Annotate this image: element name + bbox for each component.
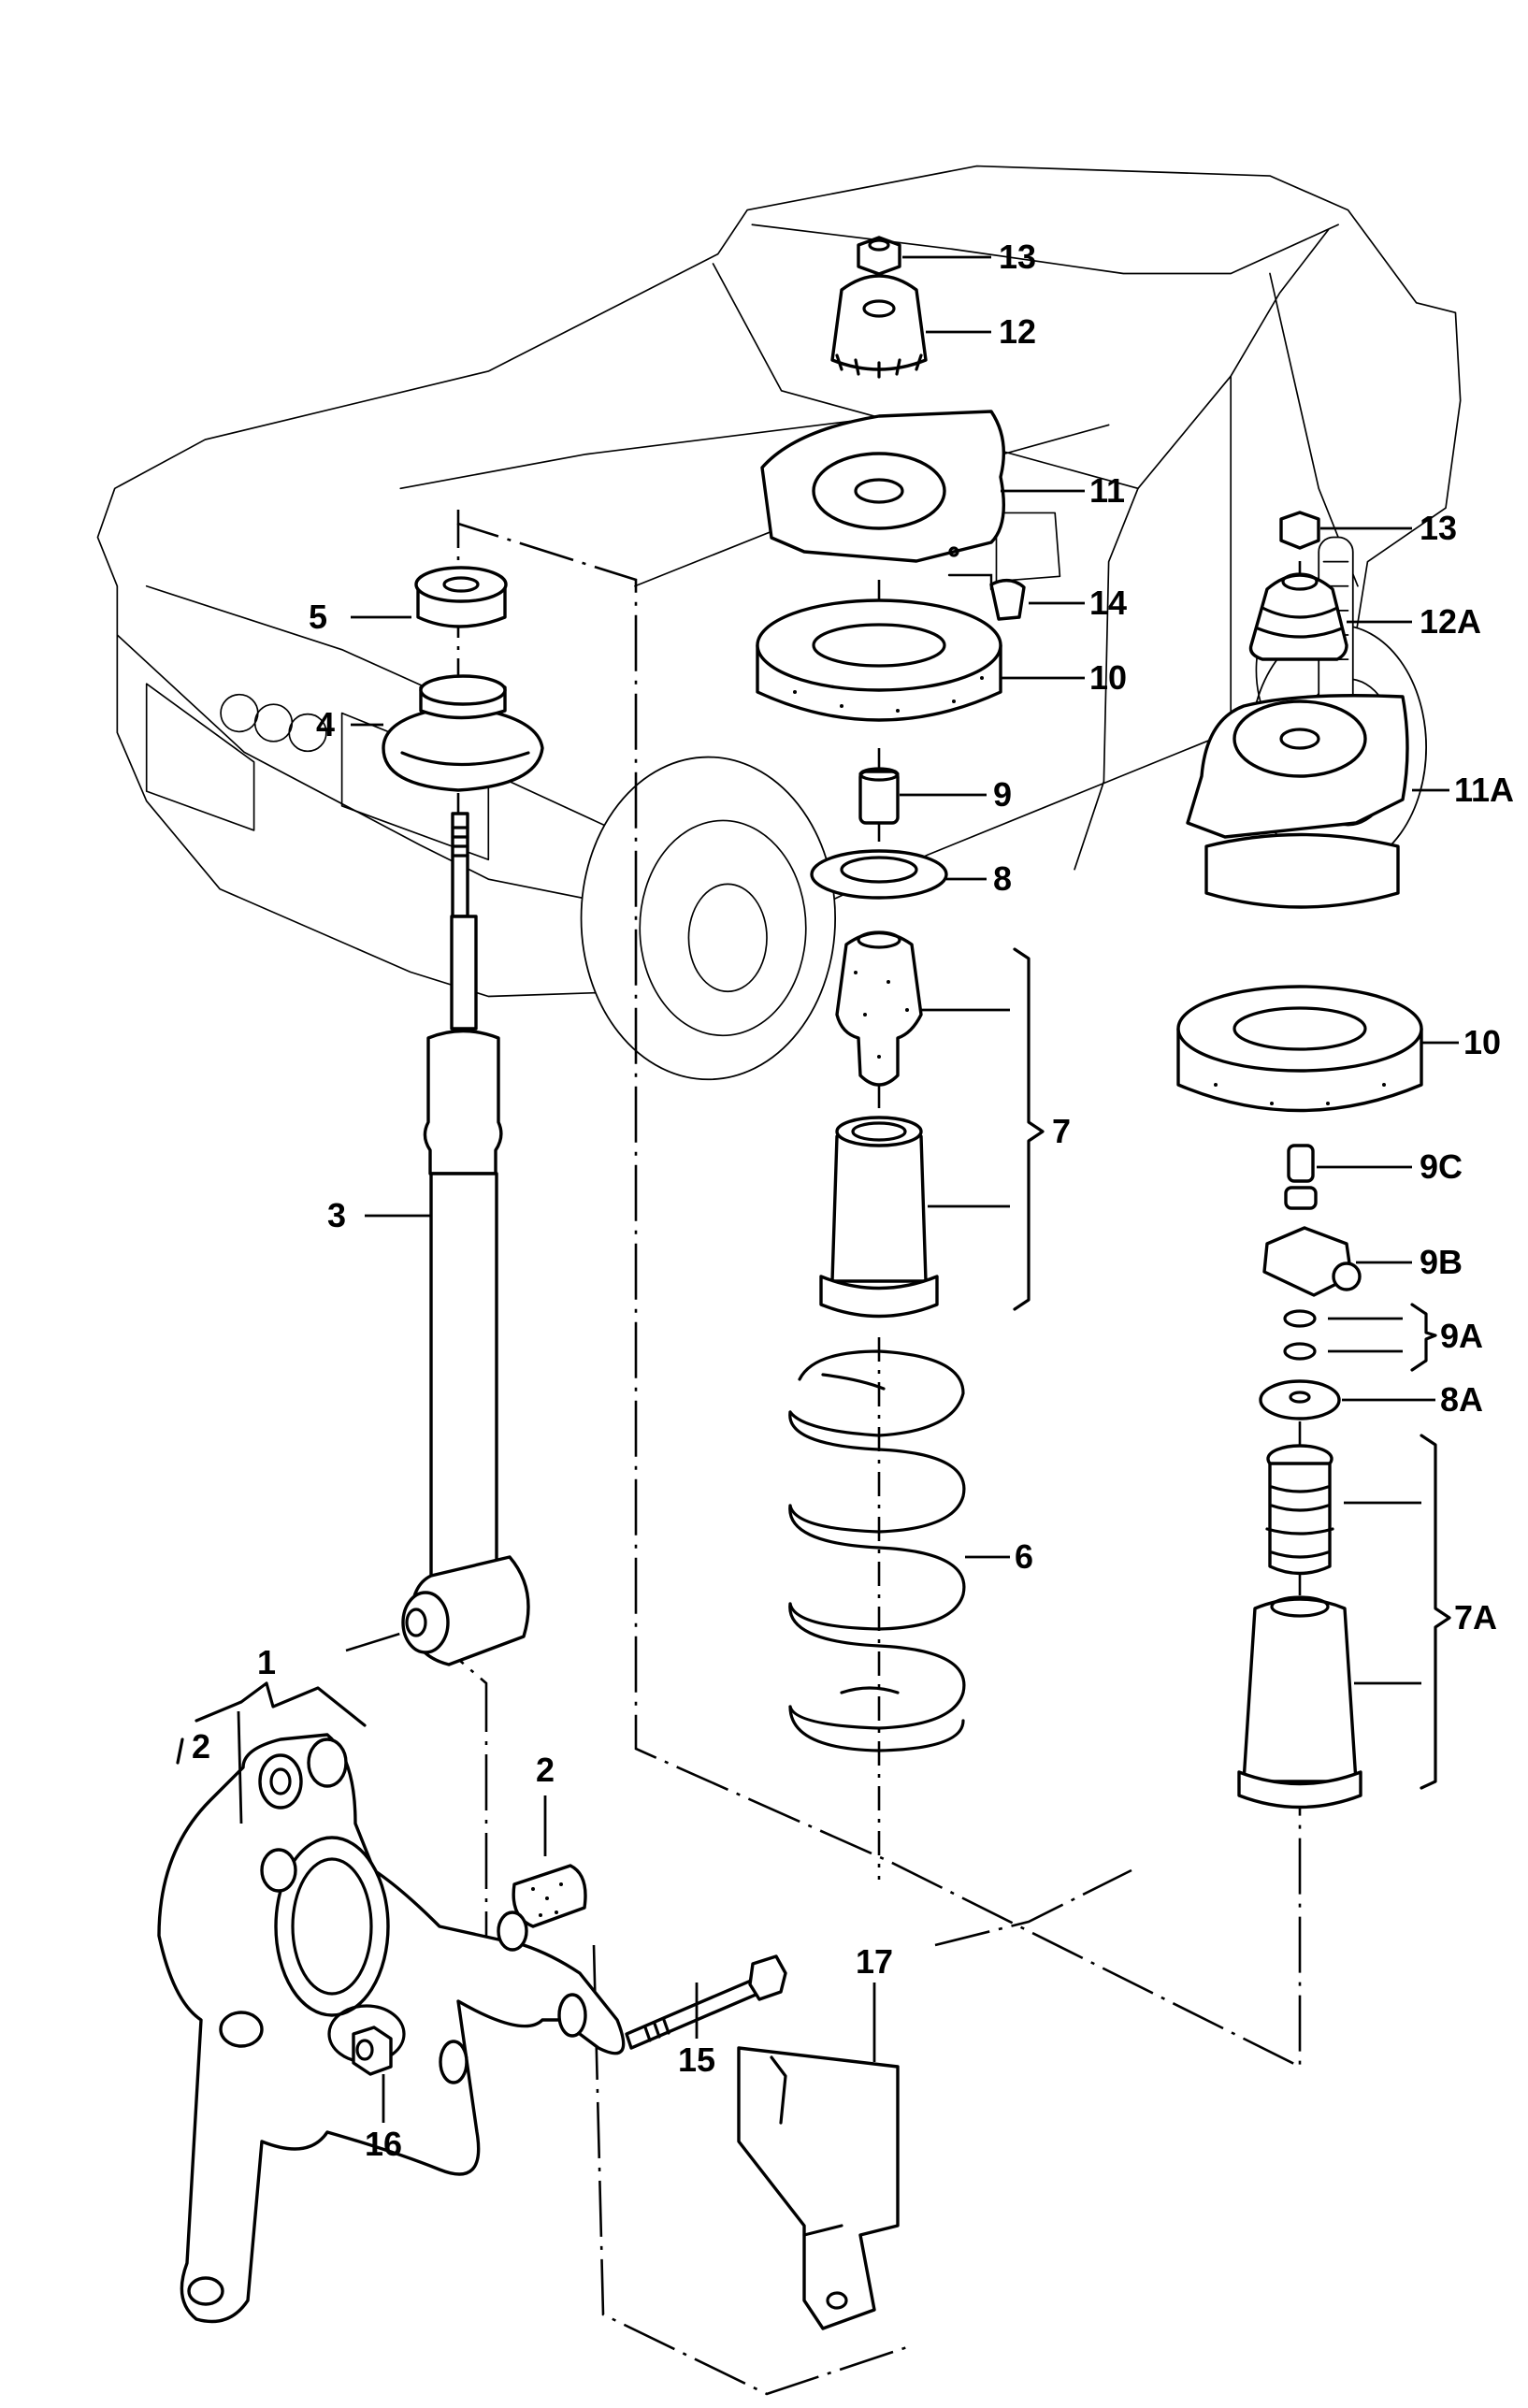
leader-lines [176,255,1459,2123]
callout-labels: 13 12 11 14 10 9 8 7 6 5 4 3 1 2 2 15 16… [192,238,1514,2163]
callout-7A: 7A [1454,1598,1497,1637]
part-9C-sleeve [1284,1144,1318,1210]
part-9A-washers [1283,1309,1317,1361]
callout-13: 13 [999,238,1036,276]
part-1-wheel-bearing-housing [157,1733,626,2324]
part-9B-bracket [1262,1226,1362,1297]
callout-5: 5 [309,598,327,636]
part-2-rubber-bush [497,1864,587,1952]
part-6-coil-spring [788,1349,966,1752]
part-7-protective-sleeve [819,1116,939,1319]
part-14-plug [989,579,1026,621]
callout-9: 9 [993,775,1012,814]
part-12A-stop-buffer [1248,572,1348,661]
part-16-nut [352,2026,393,2076]
callout-7: 7 [1052,1112,1071,1150]
part-12-stop-buffer [830,274,928,379]
callout-3: 3 [327,1196,346,1234]
part-13-nut [857,236,901,276]
part-3-shock-absorber [401,812,530,1666]
callout-4: 4 [316,705,335,743]
callout-2-left: 2 [192,1727,210,1766]
callout-11: 11 [1089,471,1125,510]
part-11A-strut-mount [1186,694,1409,909]
callout-2-right: 2 [536,1751,555,1789]
callout-8A: 8A [1440,1380,1483,1419]
part-7A-protective-sleeve [1237,1595,1362,1810]
part-8A-washer [1259,1379,1341,1420]
part-15-bolt [625,1954,787,2050]
callout-17: 17 [856,1942,893,1981]
part-13-nut-alt [1279,511,1320,550]
callout-10: 10 [1089,658,1127,697]
callout-9A: 9A [1440,1317,1483,1355]
callout-12: 12 [999,312,1036,351]
callout-14: 14 [1089,584,1127,622]
part-7-bump-stop [835,930,923,1087]
part-11-strut-mount [760,410,1006,563]
callout-1: 1 [257,1643,276,1681]
part-10-suspension-mounting-alt [1176,985,1423,1113]
callout-9C: 9C [1420,1147,1463,1186]
callout-10-alt: 10 [1463,1023,1501,1061]
part-5-buffer [414,566,508,628]
callout-9B: 9B [1420,1243,1463,1281]
callout-13-alt: 13 [1420,509,1457,547]
part-4-spring-plate [382,674,544,792]
part-8-washer [810,849,948,900]
part-17-bracket [737,2046,900,2330]
part-9-spacer-sleeve [858,767,900,825]
part-7A-bump-stop [1265,1444,1334,1576]
callout-11A: 11A [1454,771,1514,809]
callout-15: 15 [678,2040,715,2079]
callout-12A: 12A [1420,602,1481,641]
callout-6: 6 [1015,1537,1033,1576]
callout-8: 8 [993,859,1012,898]
part-10-suspension-mounting [756,598,1002,722]
callout-16: 16 [365,2125,402,2163]
